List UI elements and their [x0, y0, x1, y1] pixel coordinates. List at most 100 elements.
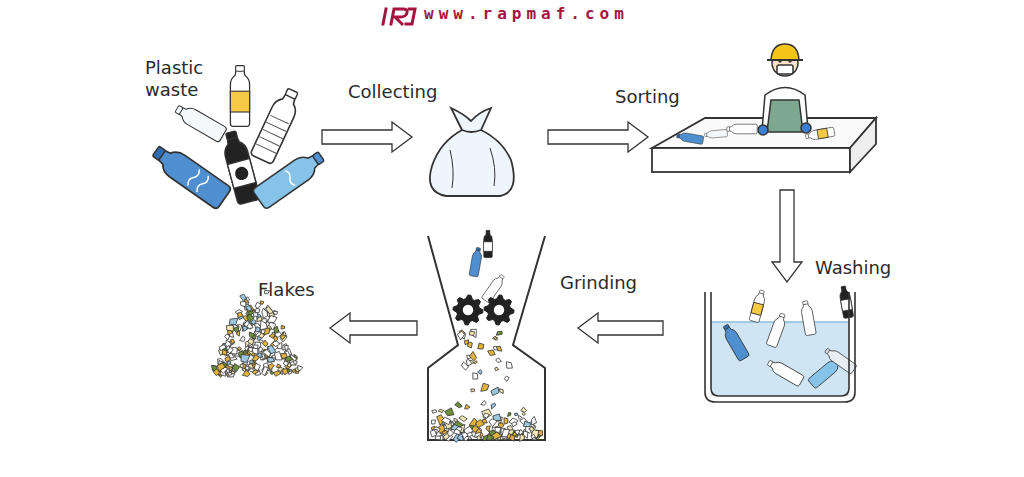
plastic-flake — [293, 361, 297, 365]
plastic-flake — [488, 350, 496, 355]
plastic-flake — [267, 358, 275, 363]
grinder-hopper — [428, 236, 545, 440]
plastic-flake — [486, 434, 493, 440]
plastic-flake — [262, 340, 268, 346]
worker-figure — [767, 100, 803, 132]
plastic-flake — [469, 351, 476, 360]
plastic-flake — [226, 345, 230, 349]
washing-tub — [705, 292, 855, 402]
plastic-flake — [246, 305, 252, 311]
collection-bag — [430, 130, 514, 196]
plastic-bottles — [176, 104, 227, 143]
process-stage: Plastic waste — [140, 55, 322, 210]
plastic-flake — [217, 363, 225, 371]
plastic-flake — [495, 427, 501, 432]
floating-bottles — [751, 302, 764, 315]
plastic-bottles — [250, 85, 304, 164]
plastic-flake — [457, 331, 464, 340]
plastic-flake — [496, 358, 502, 363]
plastic-flake — [496, 331, 502, 335]
plastic-flake — [246, 305, 254, 312]
plastic-flake — [443, 433, 449, 440]
plastic-flake — [466, 359, 472, 366]
worker-figure — [771, 44, 799, 60]
floating-bottles — [720, 323, 749, 362]
plastic-flake — [254, 363, 260, 371]
plastic-flake — [451, 425, 459, 431]
flow-arrow — [772, 190, 802, 282]
stage-label: Flakes — [258, 279, 348, 301]
plastic-bottles — [256, 115, 289, 153]
sorted-bottles — [805, 127, 835, 141]
sorting-table — [850, 118, 876, 172]
plastic-flake — [229, 318, 238, 325]
plastic-flake — [482, 409, 492, 419]
plastic-flake — [523, 421, 530, 427]
plastic-flake — [268, 345, 276, 354]
process-stage: Grinding — [417, 232, 578, 442]
plastic-flake — [228, 353, 234, 358]
plastic-flake — [432, 410, 437, 413]
plastic-flake — [508, 413, 511, 417]
process-stage: Flakes — [210, 280, 330, 380]
brand-logo — [383, 9, 415, 24]
stage-label: Sorting — [615, 86, 705, 108]
washing-tub — [705, 285, 857, 402]
plastic-flake — [240, 302, 246, 307]
plastic-flake — [491, 387, 499, 396]
plastic-flake — [435, 436, 440, 440]
plastic-flake — [469, 418, 477, 426]
plastic-flake — [531, 434, 535, 438]
collection-bag — [430, 108, 514, 196]
plastic-flake — [226, 346, 233, 354]
plastic-flake — [519, 429, 523, 435]
process-stage: Washing — [663, 282, 863, 404]
flow-arrow — [548, 122, 648, 152]
plastic-flake — [481, 383, 489, 391]
plastic-flake — [496, 346, 502, 351]
sorted-bottles — [676, 124, 835, 144]
plastic-bottles — [234, 165, 250, 181]
falling-bottles — [469, 247, 483, 277]
sorted-bottles — [727, 124, 757, 134]
plastic-flake — [243, 350, 247, 354]
gear-wheel — [484, 295, 514, 325]
watermark: www.rapmaf.com — [424, 4, 629, 23]
plastic-bottles — [285, 88, 298, 99]
plastic-flake — [247, 314, 254, 322]
ground-flakes — [430, 329, 542, 442]
gear-wheel — [484, 295, 514, 325]
sorted-bottles — [677, 134, 680, 138]
plastic-flake — [242, 326, 247, 331]
plastic-flake — [454, 418, 457, 422]
sorted-bottles — [676, 132, 704, 145]
plastic-bottles — [252, 146, 328, 209]
plastic-flake — [285, 345, 289, 350]
plastic-bottles — [312, 152, 324, 165]
plastic-flake — [248, 338, 254, 345]
falling-bottles — [476, 247, 481, 250]
plastic-bottles — [154, 144, 232, 210]
plastic-flake — [261, 330, 265, 334]
plastic-flake — [512, 422, 518, 427]
plastic-flake — [445, 408, 454, 416]
process-stage: Sorting — [648, 40, 880, 190]
plastic-flake — [248, 323, 254, 329]
floating-bottles — [800, 303, 816, 336]
worker-figure — [801, 123, 811, 133]
plastic-flake — [477, 436, 482, 440]
plastic-bottles — [152, 146, 165, 160]
plastic-flake — [467, 342, 472, 348]
plastic-bottles — [230, 70, 249, 126]
plastic-flake — [461, 432, 467, 438]
floating-bottles — [800, 300, 817, 336]
falling-bottles — [484, 230, 493, 257]
plastic-flake — [288, 370, 292, 375]
flow-arrow — [330, 313, 417, 343]
plastic-flake — [259, 347, 263, 352]
plastic-flake — [260, 320, 267, 330]
plastic-flake — [246, 367, 249, 371]
plastic-flake — [476, 420, 485, 428]
plastic-flake — [444, 425, 447, 430]
